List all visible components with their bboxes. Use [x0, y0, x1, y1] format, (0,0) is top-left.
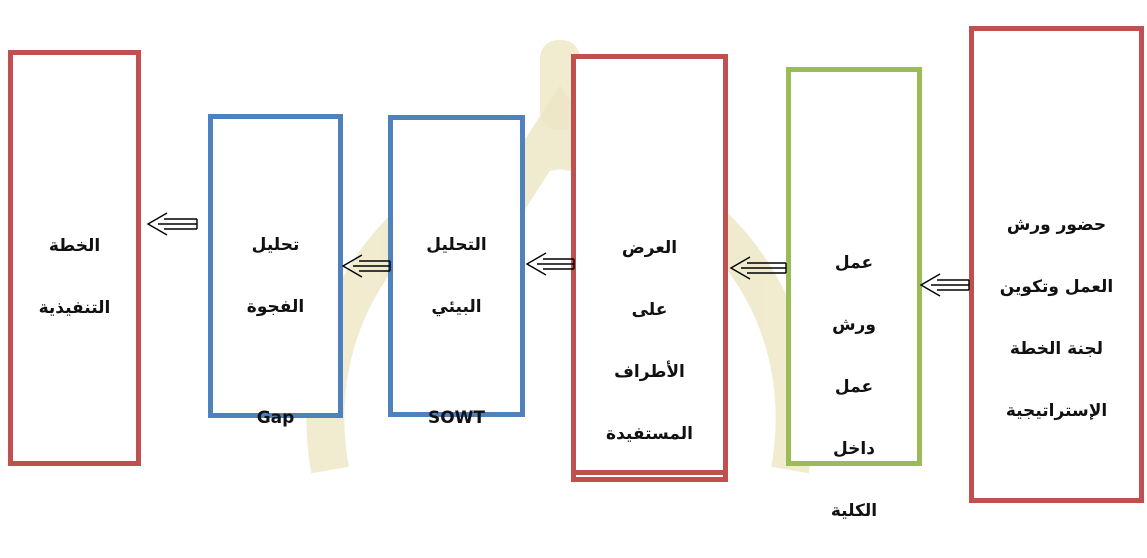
box2-line5: الكلية [830, 501, 878, 521]
box4-latin-label: SOWT [427, 408, 486, 428]
step-text-strategic-committee: حضور ورش العمل وتكوين لجنة الخطة الإسترا… [974, 179, 1139, 458]
step-box-stakeholder-presentation: العرض على الأطراف المستفيدة [571, 54, 728, 482]
box6-line1: الخطة [48, 236, 101, 256]
arrow-box3-to-box4 [525, 252, 575, 276]
arrow-box4-to-box5 [341, 254, 391, 278]
box3-line3: الأطراف [614, 362, 685, 382]
arrow-box2-to-box3 [729, 256, 787, 280]
box5-line2: الفجوة [246, 297, 305, 317]
step-text-executive-plan: الخطة التنفيذية [13, 200, 136, 355]
step-box-executive-plan: الخطة التنفيذية [8, 50, 141, 466]
box2-line4: داخل [833, 439, 875, 459]
box1-line4: الإستراتيجية [1005, 401, 1108, 421]
box3-line2: على [631, 300, 668, 320]
box5-line1: تحليل [251, 235, 300, 255]
box2-line2: ورش [832, 315, 876, 335]
box4-line1: التحليل [426, 235, 487, 255]
step-box-strategic-committee: حضور ورش العمل وتكوين لجنة الخطة الإسترا… [969, 26, 1144, 503]
arrow-box5-to-box6 [146, 212, 198, 236]
arrow-box1-to-box2 [919, 273, 970, 297]
step-box-gap-analysis: تحليل الفجوة Gap [208, 114, 343, 428]
box1-line3: لجنة الخطة [1009, 339, 1104, 359]
step-box-environment-analysis: التحليل البيئي SOWT [388, 115, 525, 428]
step-box-internal-workshops: عمل ورش عمل داخل الكلية [786, 67, 922, 521]
box6-line2: التنفيذية [38, 298, 111, 318]
step-text-environment-analysis: التحليل البيئي SOWT [393, 199, 520, 465]
box3-line4: المستفيدة [606, 424, 693, 444]
box5-latin-label: Gap [256, 408, 295, 428]
box2-line1: عمل [834, 253, 874, 273]
box3-line1: العرض [621, 238, 678, 258]
box2-line3: عمل [834, 377, 874, 397]
step-text-stakeholder-presentation: العرض على الأطراف المستفيدة [576, 202, 723, 481]
box1-line1: حضور ورش [1006, 215, 1107, 235]
step-text-gap-analysis: تحليل الفجوة Gap [213, 199, 338, 465]
step-text-internal-workshops: عمل ورش عمل داخل الكلية [791, 217, 917, 558]
box4-line2: البيئي [431, 297, 482, 317]
box3-double-bottom-border [571, 470, 728, 475]
box1-line2: العمل وتكوين [999, 277, 1114, 297]
